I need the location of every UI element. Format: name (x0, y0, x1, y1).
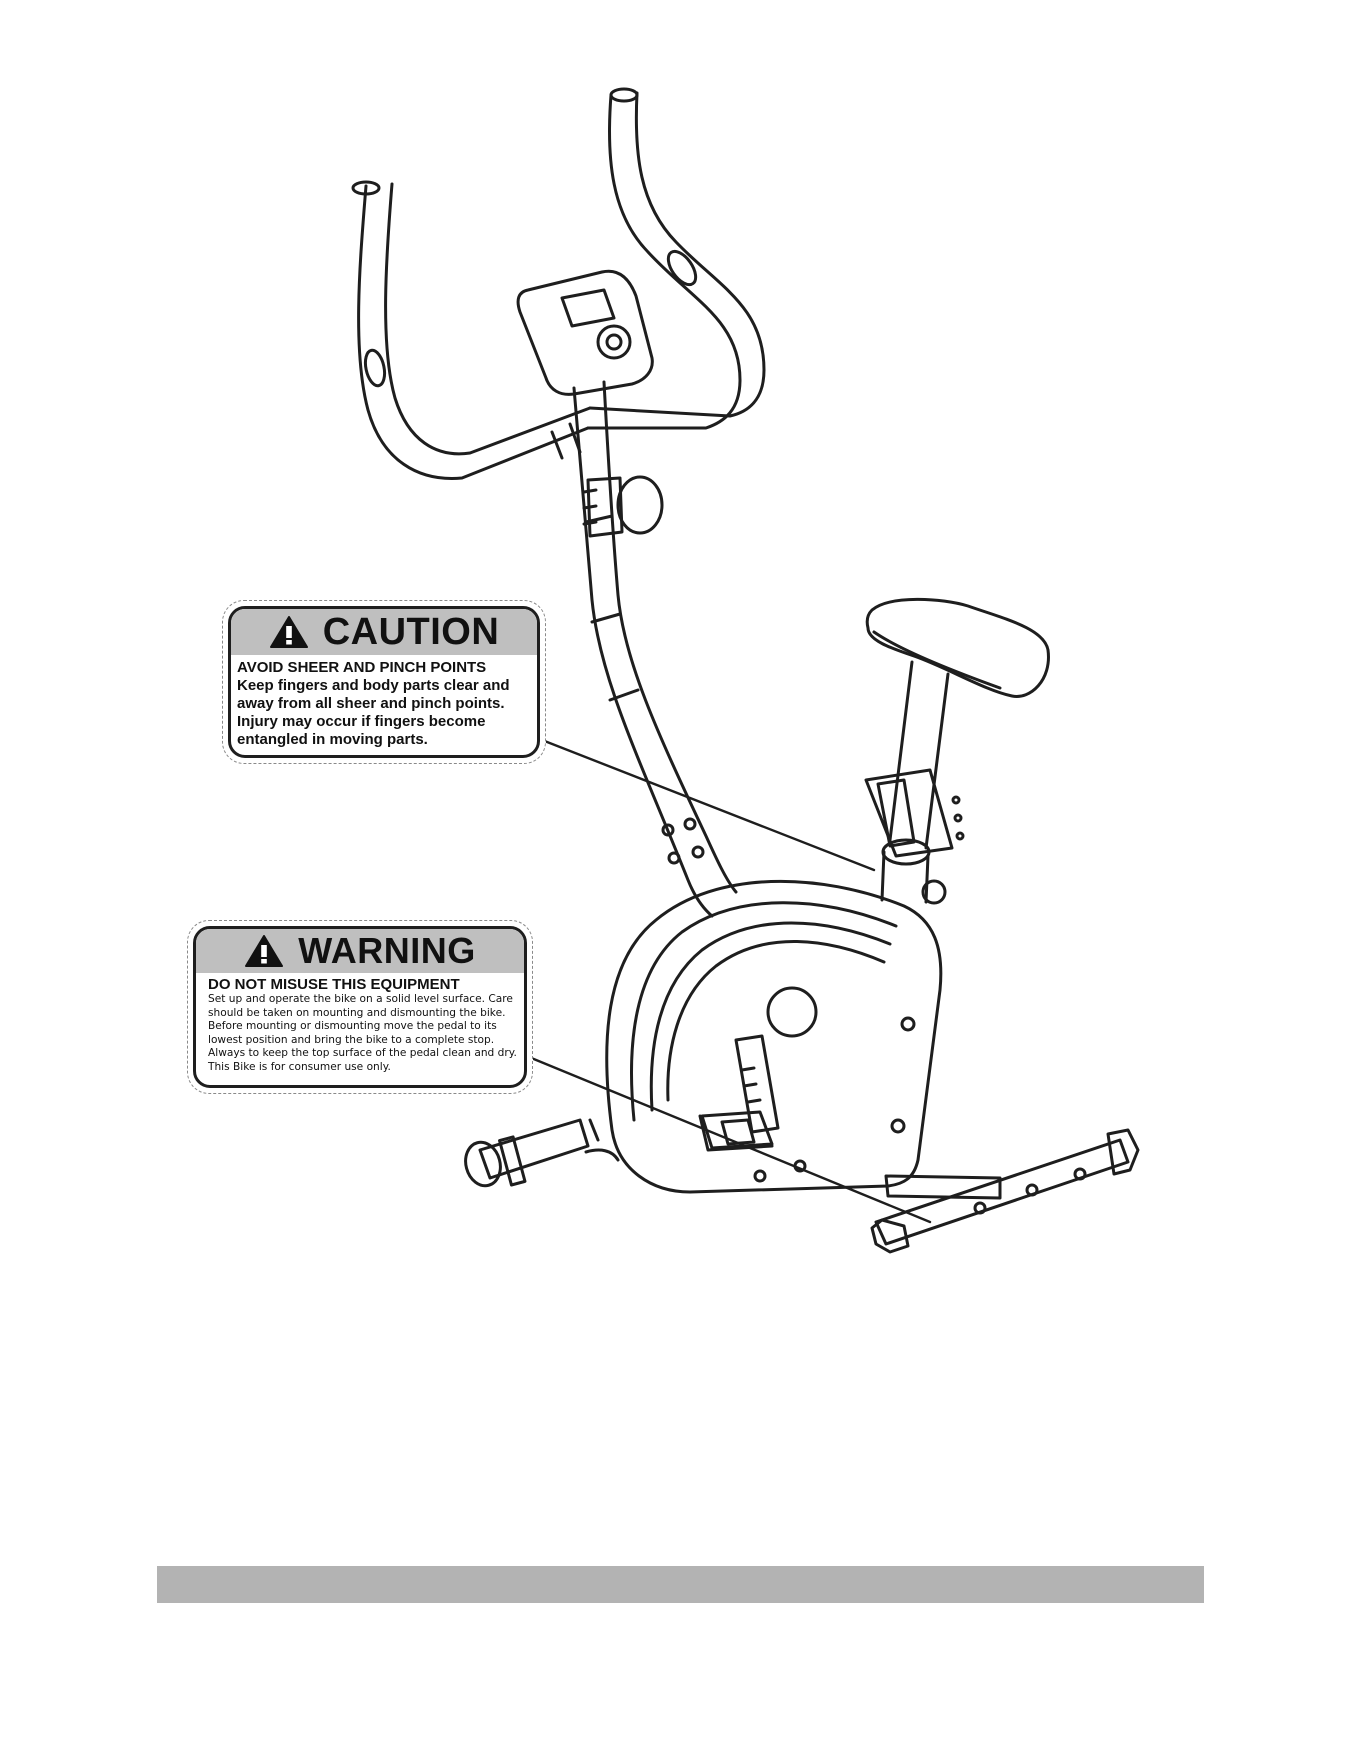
warning-leader-line (522, 1053, 932, 1224)
warning-subheading: DO NOT MISUSE THIS EQUIPMENT (208, 976, 460, 993)
warning-body-text: Set up and operate the bike on a solid l… (208, 993, 517, 1073)
seat (865, 597, 1050, 698)
warning-label: WARNING DO NOT MISUSE THIS EQUIPMENT Set… (187, 920, 533, 1094)
caution-leader-line (540, 738, 876, 872)
front-stabilizer (464, 1118, 620, 1188)
pedal-rear (864, 768, 965, 858)
warning-triangle-icon (269, 615, 309, 649)
tension-knob (582, 475, 664, 538)
warning-triangle-icon (244, 934, 284, 968)
main-frame-mast (572, 380, 738, 918)
caution-label: CAUTION AVOID SHEER AND PINCH POINTS Kee… (222, 600, 546, 764)
warning-heading: WARNING (298, 930, 476, 971)
flywheel-housing (605, 879, 943, 1194)
rear-stabilizer (870, 1128, 1140, 1254)
seat-post (880, 660, 950, 905)
caution-body-text: Keep fingers and body parts clear and aw… (237, 677, 510, 748)
console (516, 269, 654, 396)
footer-bar (157, 1566, 1204, 1603)
caution-heading: CAUTION (322, 610, 500, 653)
caution-subheading: AVOID SHEER AND PINCH POINTS (237, 659, 487, 676)
